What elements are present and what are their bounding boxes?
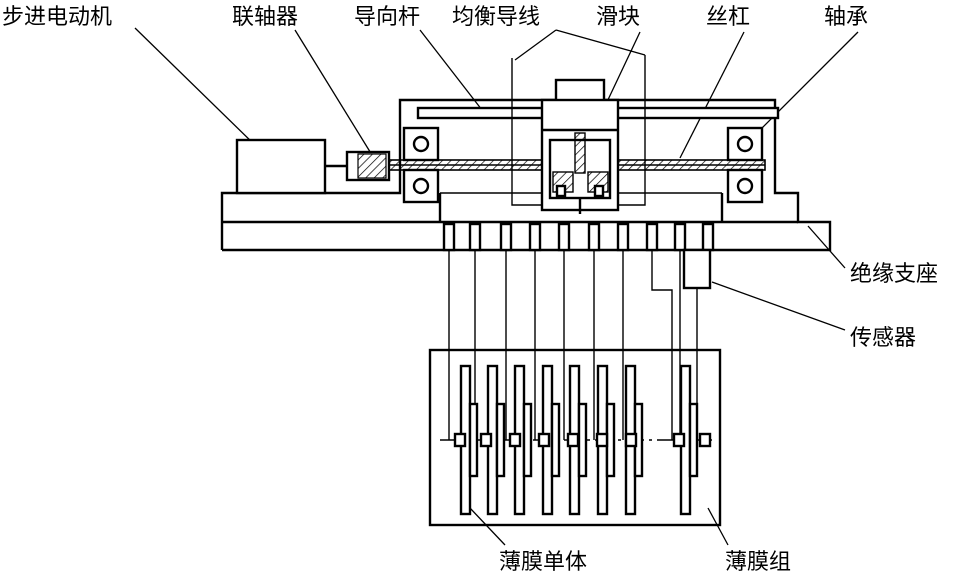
leader-guide-rod <box>419 29 483 111</box>
coupling-hatch <box>357 153 387 179</box>
leader-stepper-motor <box>134 27 259 149</box>
bearing-right-bottom-ball <box>736 177 754 195</box>
leader-balance-wire-left <box>514 29 557 61</box>
leader-sensor <box>711 281 846 331</box>
label-lead-screw: 丝杠 <box>706 5 750 30</box>
leader-balance-wire-right <box>555 29 646 56</box>
stepper-motor <box>235 138 327 195</box>
film-group <box>428 348 722 527</box>
terminal-pins <box>442 222 715 252</box>
label-film-group: 薄膜组 <box>725 550 791 575</box>
leader-lead-screw <box>679 31 745 159</box>
bearing-right-bottom <box>726 168 764 204</box>
balance-wire <box>511 58 542 206</box>
base-frame <box>220 98 832 252</box>
bearing-left-top <box>402 126 440 162</box>
label-insulating-base: 绝缘支座 <box>850 262 938 287</box>
leader-bearing <box>749 31 859 141</box>
bearing-right-top-ball <box>736 135 754 153</box>
slider-stem <box>574 132 586 174</box>
label-sensor: 传感器 <box>850 326 916 351</box>
label-slider: 滑块 <box>596 5 640 30</box>
slider-foot-left <box>555 184 567 198</box>
bearing-right-top <box>726 126 764 162</box>
leader-insulating-base <box>807 225 846 269</box>
sensor <box>682 248 712 290</box>
bearing-left-bottom-ball <box>412 177 430 195</box>
bearing-left-bottom <box>402 168 440 204</box>
label-film-unit: 薄膜单体 <box>499 550 587 575</box>
leader-slider <box>605 31 641 105</box>
label-bearing: 轴承 <box>824 5 868 30</box>
leader-film-group <box>707 507 729 546</box>
label-balance-wire: 均衡导线 <box>452 5 540 30</box>
slider-foot-right <box>593 184 605 198</box>
film-units <box>453 364 712 516</box>
label-guide-rod: 导向杆 <box>354 5 420 30</box>
leader-film-unit <box>469 507 506 546</box>
label-stepper-motor: 步进电动机 <box>2 5 112 30</box>
bearing-left-top-ball <box>412 135 430 153</box>
balance-wire-right <box>618 55 646 206</box>
leader-coupling <box>294 29 373 156</box>
label-coupling: 联轴器 <box>232 5 298 30</box>
